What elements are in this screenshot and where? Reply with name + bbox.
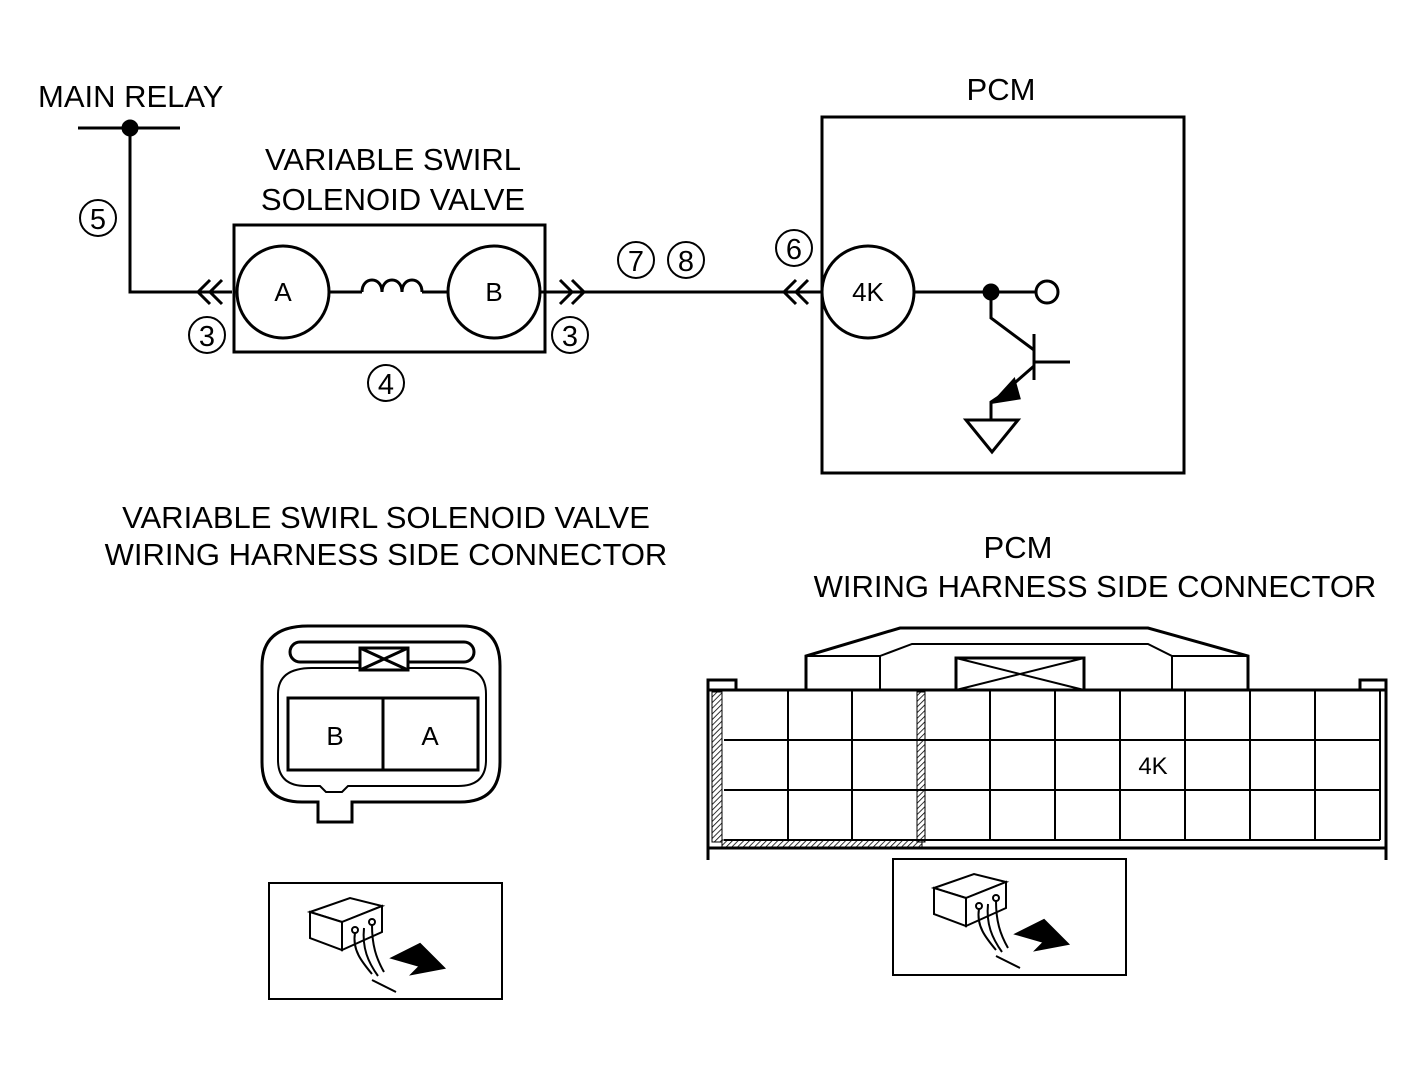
solenoid-connector-pin-b: B	[326, 721, 343, 751]
callout-3-left: 3	[199, 321, 215, 353]
coil-icon	[360, 278, 424, 293]
connector-view-icon	[306, 896, 447, 993]
solenoid-connector-pin-a: A	[421, 721, 439, 751]
solenoid-connector-inner-shell	[277, 667, 487, 793]
solenoid-connector-outer-shell	[260, 624, 502, 824]
pcm-connector-body	[706, 678, 1388, 860]
solenoid-connector-title-line1: VARIABLE SWIRL SOLENOID VALVE	[122, 500, 650, 535]
connector-chevron-icon	[781, 278, 798, 306]
connector-view-icon	[930, 872, 1071, 969]
schematic	[78, 115, 1186, 475]
solenoid-connector-title-line2: WIRING HARNESS SIDE CONNECTOR	[105, 537, 668, 572]
callout-8: 8	[678, 246, 694, 278]
relay-to-solenoid-wire	[128, 128, 232, 294]
callouts	[79, 199, 813, 402]
callout-4: 4	[378, 369, 394, 401]
ground-icon	[962, 418, 1022, 455]
callout-7: 7	[628, 246, 644, 278]
terminal-b-label: B	[485, 277, 502, 307]
callout-3-right: 3	[562, 321, 578, 353]
pcm-title: PCM	[967, 72, 1036, 107]
pcm-connector-pin-4k: 4K	[1138, 753, 1167, 780]
pcm-connector-view-inset	[892, 858, 1127, 976]
callout-5: 5	[90, 204, 106, 236]
pcm-connector-title-line2: WIRING HARNESS SIDE CONNECTOR	[814, 569, 1377, 604]
pcm-connector-hatched-wall	[711, 691, 723, 843]
pcm-terminal-label: 4K	[852, 277, 884, 307]
terminal-a-label: A	[274, 277, 292, 307]
connector-chevron-icon	[195, 278, 212, 306]
pcm-connector-hatched-floor	[721, 839, 923, 849]
pcm-connector	[706, 626, 1388, 860]
solenoid-connector	[260, 624, 502, 824]
solenoid-title-line1: VARIABLE SWIRL	[265, 142, 521, 177]
pcm-connector-hatched-divider	[916, 691, 926, 843]
pcm-connector-title-line1: PCM	[984, 530, 1053, 565]
connector-chevron-icon	[793, 278, 810, 306]
connector-chevron-icon	[207, 278, 224, 306]
main-relay-label: MAIN RELAY	[38, 79, 223, 114]
solenoid-connector-view-inset	[268, 882, 503, 1000]
solenoid-title-line2: SOLENOID VALVE	[261, 182, 525, 217]
pcm-output-node	[1034, 279, 1060, 305]
transistor-icon	[989, 292, 1070, 420]
callout-6: 6	[786, 234, 802, 266]
solenoid-valve-box	[232, 223, 547, 354]
